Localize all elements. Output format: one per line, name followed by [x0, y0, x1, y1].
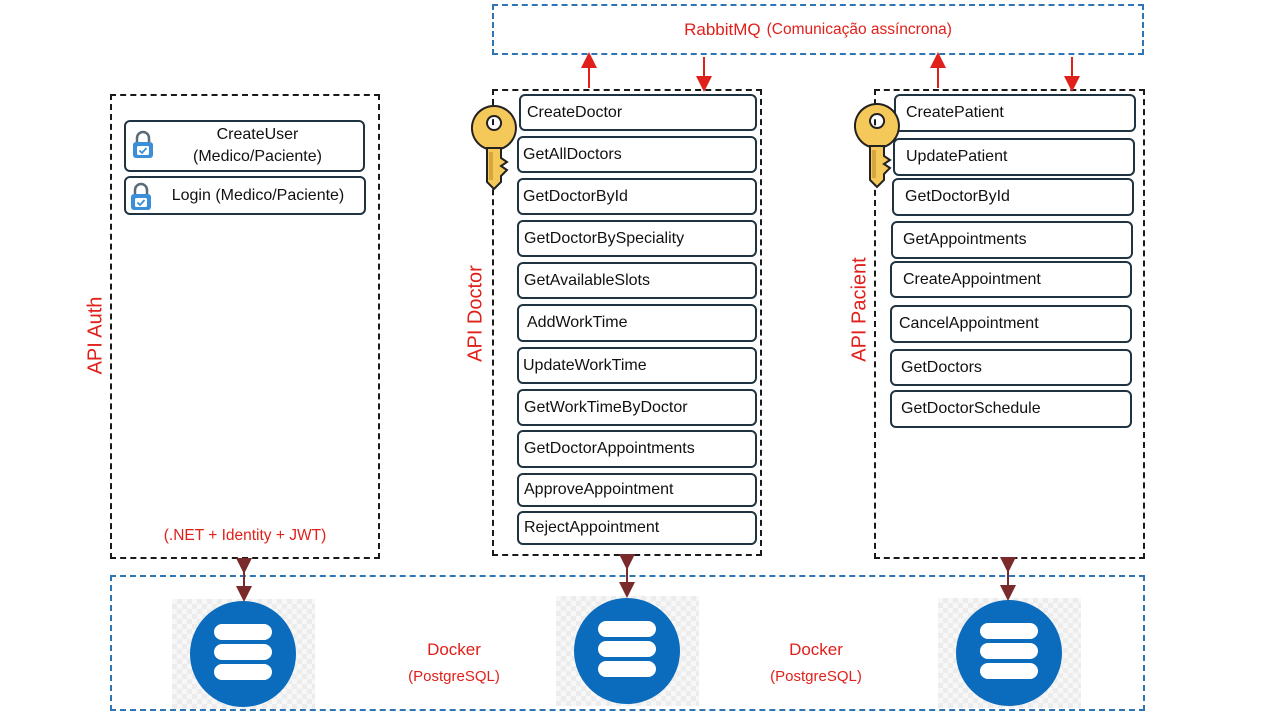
database-icon — [556, 596, 699, 706]
api-doctor-label: API Doctor — [464, 265, 487, 362]
rabbitmq-box: RabbitMQ (Comunicação assíncrona) — [492, 4, 1144, 55]
endpoint-create-doctor[interactable]: CreateDoctor — [519, 94, 757, 131]
auth-tech-stack: (.NET + Identity + JWT) — [163, 527, 327, 544]
endpoint-get-all-doctors[interactable]: GetAllDoctors — [517, 136, 757, 173]
endpoint-update-work-time[interactable]: UpdateWorkTime — [517, 347, 757, 384]
endpoint-reject-appointment[interactable]: RejectAppointment — [517, 511, 757, 545]
docker-subtitle: (PostgreSQL) — [770, 668, 862, 685]
endpoint-get-doctor-appointments[interactable]: GetDoctorAppointments — [517, 430, 757, 468]
endpoint-create-appointment[interactable]: CreateAppointment — [890, 261, 1132, 298]
docker-label-1: Docker (PostgreSQL) — [392, 640, 516, 685]
lock-icon — [129, 182, 153, 212]
endpoint-get-doctor-by-id[interactable]: GetDoctorById — [517, 178, 757, 215]
endpoint-get-doctors[interactable]: GetDoctors — [890, 349, 1132, 386]
endpoint-update-patient[interactable]: UpdatePatient — [893, 138, 1135, 176]
docker-title: Docker — [427, 640, 481, 659]
api-pacient-label: API Pacient — [848, 257, 871, 362]
key-icon — [852, 102, 902, 190]
api-auth-label: API Auth — [84, 296, 107, 375]
endpoint-get-doctor-by-id-patient[interactable]: GetDoctorById — [892, 178, 1134, 216]
endpoint-approve-appointment[interactable]: ApproveAppointment — [517, 473, 757, 507]
endpoint-get-doctor-by-speciality[interactable]: GetDoctorBySpeciality — [517, 220, 757, 257]
endpoint-login[interactable]: Login (Medico/Paciente) — [124, 176, 366, 215]
endpoint-create-user[interactable]: CreateUser (Medico/Paciente) — [124, 120, 365, 172]
lock-icon — [131, 130, 155, 160]
endpoint-get-work-time-by-doctor[interactable]: GetWorkTimeByDoctor — [517, 389, 757, 426]
endpoint-get-doctor-schedule[interactable]: GetDoctorSchedule — [890, 390, 1132, 428]
docker-label-2: Docker (PostgreSQL) — [754, 640, 878, 685]
endpoint-get-appointments[interactable]: GetAppointments — [891, 221, 1133, 259]
endpoint-add-work-time[interactable]: AddWorkTime — [517, 304, 757, 342]
docker-title: Docker — [789, 640, 843, 659]
endpoint-get-available-slots[interactable]: GetAvailableSlots — [517, 262, 757, 299]
rabbitmq-title: RabbitMQ — [684, 19, 761, 39]
database-icon — [938, 598, 1081, 708]
key-icon — [469, 104, 519, 192]
endpoint-create-patient[interactable]: CreatePatient — [894, 94, 1136, 132]
rabbitmq-subtitle: (Comunicação assíncrona) — [766, 20, 952, 38]
database-icon — [172, 599, 315, 709]
endpoint-cancel-appointment[interactable]: CancelAppointment — [890, 305, 1132, 343]
docker-subtitle: (PostgreSQL) — [408, 668, 500, 685]
